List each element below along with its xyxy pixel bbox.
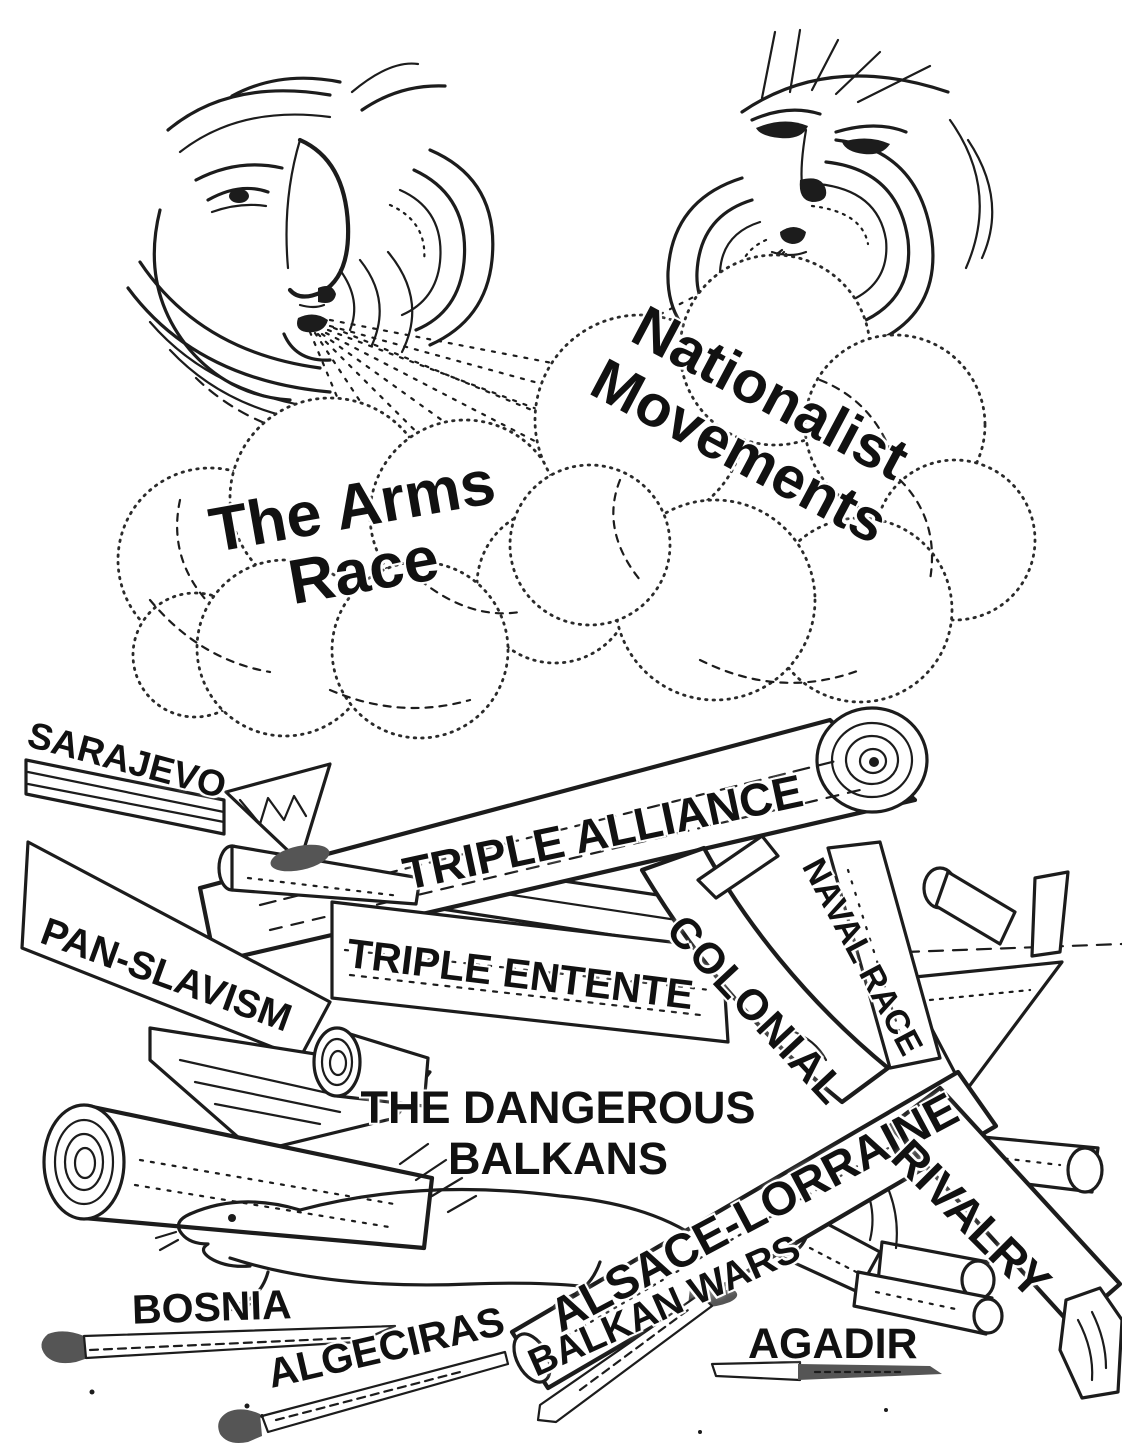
left-face-illustration [126,62,495,442]
match-balkan-wars-illustration [536,1285,738,1424]
scattered-specks [89,1389,888,1434]
sarajevo-torch-illustration [24,758,332,872]
label-agadir: AGADIR [748,1320,918,1368]
match-bosnia-illustration [41,1324,397,1364]
woodpile-back-illustration [20,706,1122,1302]
label-bosnia: BOSNIA [131,1281,293,1333]
match-agadir-illustration [710,1360,942,1382]
label-dangerous-balkans-line2: BALKANS [448,1133,668,1185]
match-algeciras-illustration [218,1350,510,1443]
label-dangerous-balkans-line1: THE DANGEROUS [360,1082,756,1133]
woodpile-front-illustration [509,1069,1122,1400]
label-dangerous-balkans: THE DANGEROUS BALKANS [358,1082,758,1185]
smoke-cloud-right [508,253,1037,704]
